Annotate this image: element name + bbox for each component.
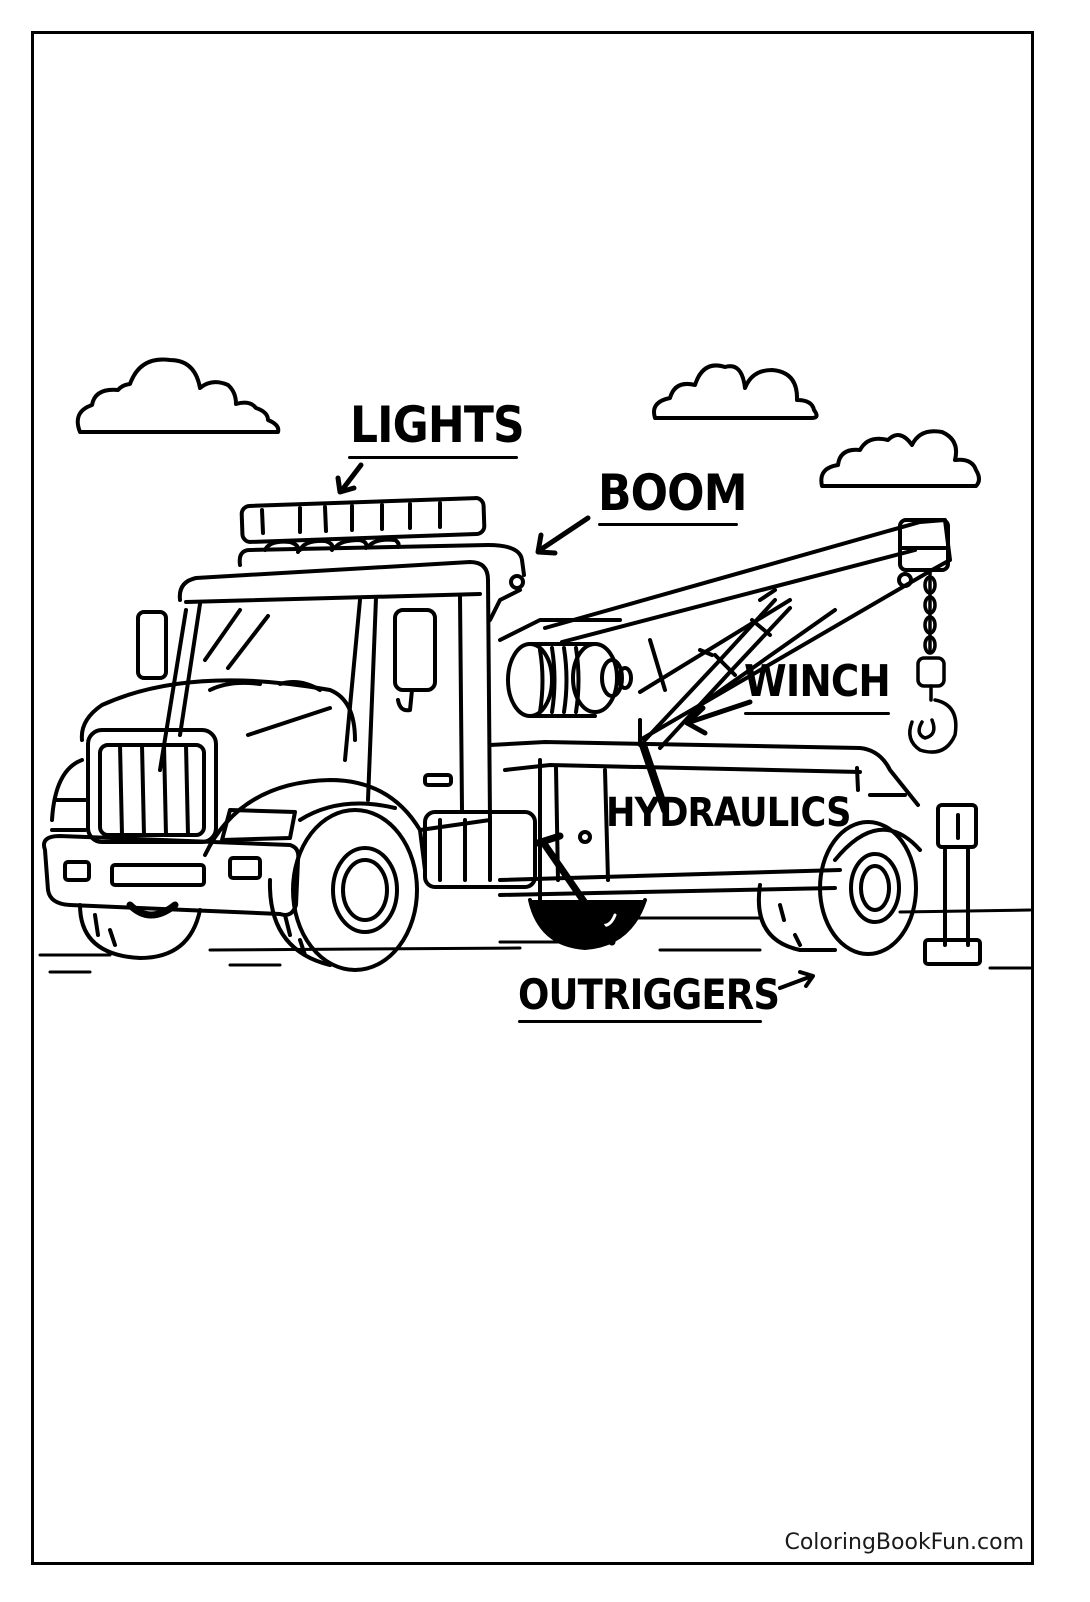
truck-hood-grille <box>50 678 357 844</box>
label-outriggers: OUTRIGGERS <box>518 970 780 1019</box>
front-wheel <box>78 808 419 972</box>
label-outriggers-underline <box>518 1020 762 1023</box>
truck-body <box>488 740 920 902</box>
winch-arrow-icon <box>684 699 753 736</box>
winch-drum <box>488 574 633 718</box>
outriggers-arrow-icon <box>778 970 815 990</box>
site-watermark: ColoringBookFun.com <box>784 1530 1024 1555</box>
label-lights: LIGHTS <box>350 396 525 454</box>
label-winch: WINCH <box>744 656 891 707</box>
cloud-icon-right <box>819 429 981 488</box>
fuel-tank <box>423 810 537 889</box>
boom-arrow-icon <box>535 515 591 556</box>
ground-lines <box>38 908 1032 974</box>
lights-arrow-icon <box>335 462 364 495</box>
label-winch-underline <box>744 712 890 715</box>
cloud-icon-left <box>75 357 281 434</box>
headlight <box>203 778 427 872</box>
boom-arm <box>543 518 952 747</box>
cloud-icon-middle <box>652 363 819 420</box>
outriggers-pointer <box>534 832 616 946</box>
chain-and-hook <box>908 570 958 754</box>
truck-cab <box>136 560 492 832</box>
page-border <box>31 31 1034 1565</box>
label-boom-underline <box>598 523 738 526</box>
rear-wheel <box>756 820 922 956</box>
label-lights-underline <box>348 456 518 459</box>
outrigger-leg <box>923 803 982 966</box>
label-boom: BOOM <box>598 464 748 522</box>
label-hydraulics: HYDRAULICS <box>606 790 851 836</box>
hydraulic-cylinder <box>639 598 792 814</box>
front-bumper <box>42 834 301 917</box>
light-bar <box>237 496 526 577</box>
